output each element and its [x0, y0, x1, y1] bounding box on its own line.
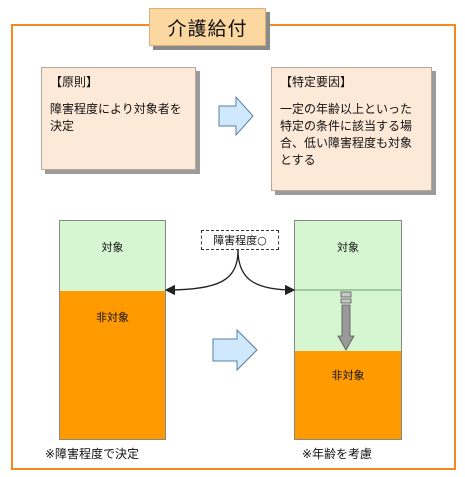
principle-note: 【原則】 障害程度により対象者を決定 — [41, 67, 196, 170]
right-non-target-label: 非対象 — [331, 369, 365, 382]
connector-arrow-right — [237, 249, 296, 296]
block-arrow-right-top — [218, 95, 254, 137]
special-factor-body: 一定の年齢以上といった特定の条件に該当する場合、低い障害程度も対象とする — [280, 102, 413, 167]
special-factor-note: 【特定要因】 一定の年齢以上といった特定の条件に該当する場合、低い障害程度も対象… — [271, 67, 432, 191]
right-target-label: 対象 — [337, 241, 359, 254]
principle-heading: 【原則】 — [50, 75, 99, 89]
principle-body: 障害程度により対象者を決定 — [50, 102, 182, 133]
special-factor-heading: 【特定要因】 — [280, 75, 353, 89]
threshold-down-arrow — [337, 291, 355, 351]
block-arrow-right-mid — [212, 328, 258, 372]
connector-arrow-left — [164, 249, 239, 296]
left-target-label: 対象 — [101, 241, 124, 254]
threshold-label: 障害程度○ — [201, 230, 279, 250]
left-non-target-segment: 非対象 — [60, 291, 165, 439]
right-non-target-segment: 非対象 — [295, 351, 401, 439]
left-target-segment: 対象 — [60, 221, 165, 291]
left-caption: ※障害程度で決定 — [45, 447, 140, 461]
page-title: 介護給付 — [149, 8, 266, 46]
left-non-target-label: 非対象 — [96, 311, 129, 324]
left-column: 対象 非対象 — [59, 220, 166, 440]
right-caption: ※年齢を考慮 — [302, 447, 373, 461]
